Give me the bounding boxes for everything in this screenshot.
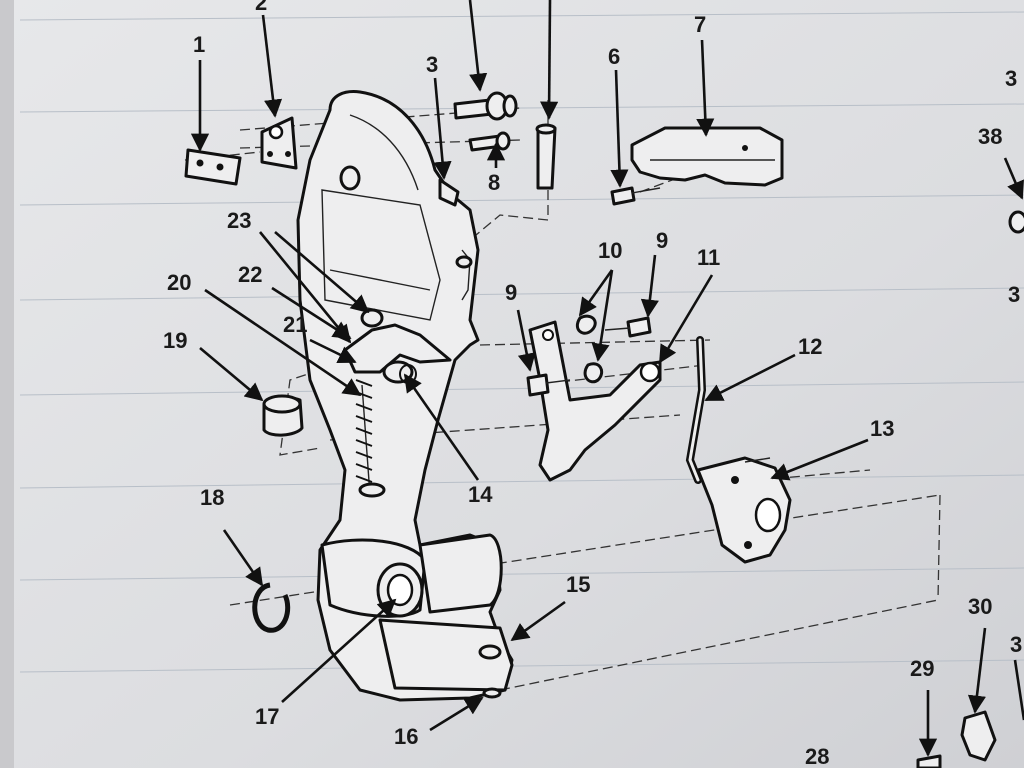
callout-22: 22 [238,262,262,287]
callout-9-lower: 9 [505,280,517,305]
page-edge-shadow [0,0,14,768]
ruled-lines [19,11,1024,673]
callout-10: 10 [598,238,622,263]
callout-28: 28 [805,744,829,768]
callout-8: 8 [488,170,500,195]
callout-20: 20 [167,270,191,295]
callout-12: 12 [798,334,822,359]
callout-21: 21 [283,312,307,337]
callout-3-right-middle: 3 [1008,282,1020,307]
callout-3-right-edge: 3 [1005,66,1017,91]
callout-11: 11 [697,245,720,270]
callout-18: 18 [200,485,224,510]
callout-6: 6 [608,44,620,69]
part-18-retaining-ring [252,582,291,633]
callout-19: 19 [163,328,187,353]
callout-13: 13 [870,416,894,441]
callout-9-upper: 9 [656,228,668,253]
leader-arrows [190,0,1024,757]
part-19-plug [262,394,304,437]
callout-30: 30 [968,594,992,619]
callout-3: 3 [426,52,438,77]
pin [535,123,557,190]
callout-23: 23 [227,208,251,233]
part-13-lever-plate [696,456,792,564]
callout-1: 1 [193,32,205,57]
callout-14: 14 [468,482,493,507]
part-1-plate [184,148,242,186]
callout-16: 16 [394,724,418,749]
callout-7: 7 [694,12,706,37]
callout-17: 17 [255,704,279,729]
latch-and-spring [343,308,452,498]
part-2-bracket [260,116,298,170]
part-7-block [610,126,784,206]
callout-29: 29 [910,656,934,681]
callout-3-right-bottom: 3 [1010,632,1022,657]
callout-labels: 1 2 3 3 6 7 8 38 23 22 20 21 19 10 9 9 1… [163,0,1022,768]
parts-9-10-11-bracket [526,314,662,482]
callout-2: 2 [255,0,267,15]
callout-38: 38 [978,124,1002,149]
part-12-rod [685,336,707,484]
main-frame-casting [296,90,514,702]
callout-15: 15 [566,572,590,597]
